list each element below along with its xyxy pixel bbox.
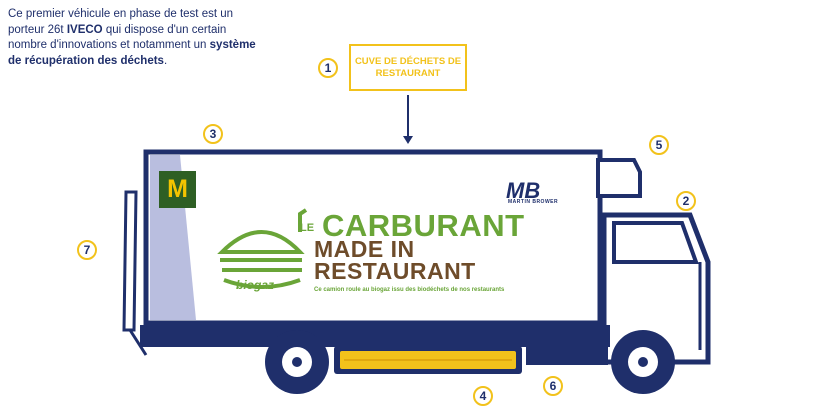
truck-chassis [140,325,610,347]
cuve-arrow-line [407,95,409,139]
rear-ladder [122,190,138,332]
intro-line1: Ce premier véhicule en phase de test est… [8,8,234,36]
callout-number-2: 2 [676,191,696,211]
headline-carburant: CARBURANT [322,208,525,243]
truck-cargo-box [143,149,603,326]
reefer-unit [596,158,642,198]
martin-brower-logo: MB [506,178,541,203]
cab-window [612,221,699,264]
intro-brand: IVECO [66,23,103,36]
cuve-label: CUVE DE DÉCHETS DE RESTAURANT [354,55,462,79]
intro-end: . [163,54,168,67]
wheel-front [611,330,675,394]
cuve-arrow-head [403,136,413,144]
headline-le: LE [300,222,315,234]
callout-number-3: 3 [203,124,223,144]
callout-number-6: 6 [543,376,563,396]
cuve-callout-box: CUVE DE DÉCHETS DE RESTAURANT [349,44,467,91]
biogaz-wordmark: biogaz [236,278,274,292]
callout-number-1: 1 [318,58,338,78]
wheel-rear [265,330,329,394]
mcd-letter: M [167,175,188,203]
intro-highlight: système de récupération des déchets [8,39,256,67]
martin-brower-subtitle: MARTIN BROWER [508,199,559,205]
callout-number-4: 4 [473,386,493,406]
headline-restaurant: RESTAURANT [314,258,476,284]
callout-number-7: 7 [77,240,97,260]
mcdonalds-logo: M [159,171,196,208]
intro-line2: qui dispose d'un certain nombre d'innova… [8,23,227,52]
intro-text: Ce premier véhicule en phase de test est… [8,7,263,69]
headline-subtitle: Ce camion roule au biogaz issu des biodé… [314,287,505,293]
biogaz-burger-logo [217,208,308,289]
headline-made-in: MADE IN [314,236,415,262]
callout-number-5: 5 [649,135,669,155]
